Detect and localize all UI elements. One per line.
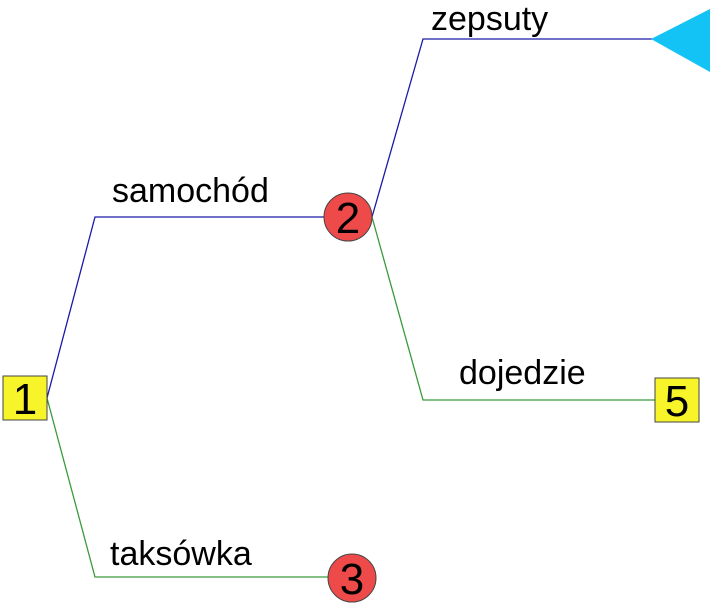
terminal-triangle-icon[interactable] — [651, 9, 710, 72]
edge-samochod — [46, 216, 328, 399]
chance-node-2[interactable]: 2 — [323, 192, 373, 243]
edge-label-zepsuty: zepsuty — [431, 0, 548, 38]
edge-label-samochod: samochód — [112, 172, 269, 210]
edge-zepsuty — [371, 38, 655, 218]
decision-node-5[interactable]: 5 — [654, 377, 700, 426]
edge-taksowka — [46, 397, 330, 578]
node-5-label: 5 — [665, 377, 689, 426]
edge-dojedzie — [371, 216, 655, 401]
chance-node-3[interactable]: 3 — [327, 553, 377, 604]
node-3-label: 3 — [340, 555, 364, 604]
decision-node-1[interactable]: 1 — [2, 375, 48, 424]
edge-label-taksowka: taksówka — [110, 535, 252, 573]
edge-label-dojedzie: dojedzie — [459, 354, 586, 392]
node-2-label: 2 — [336, 194, 360, 243]
node-1-label: 1 — [13, 375, 37, 424]
